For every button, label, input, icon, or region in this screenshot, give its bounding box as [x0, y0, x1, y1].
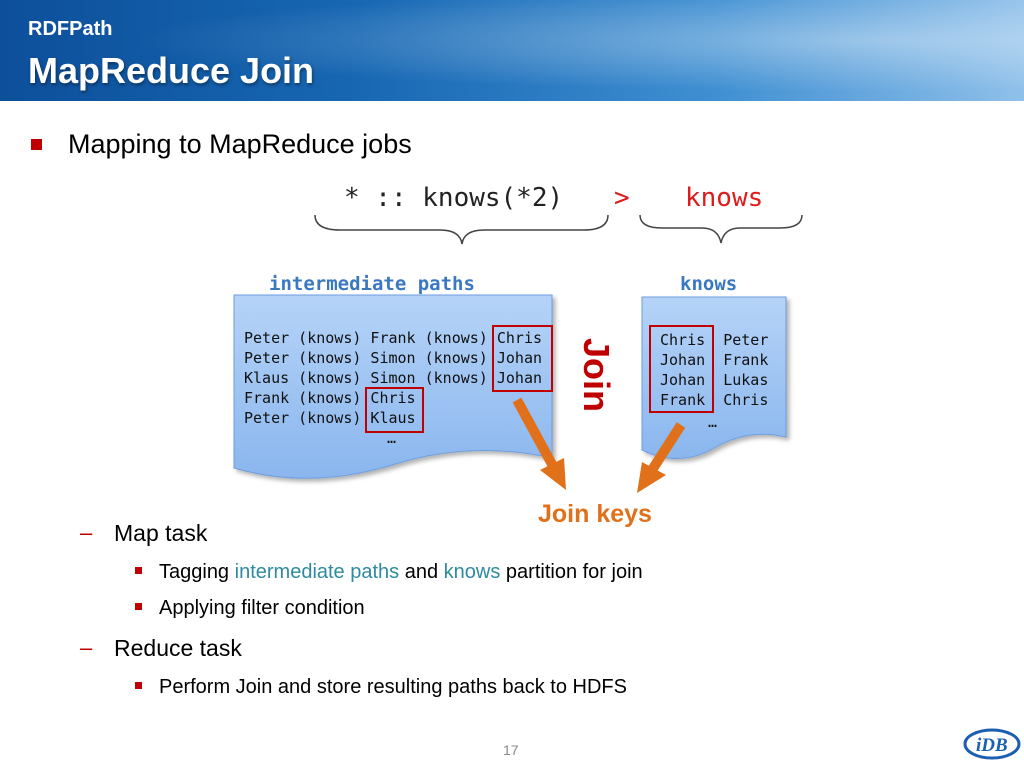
intermediate-ellipsis: … [387, 429, 397, 447]
arrow-right [637, 422, 686, 493]
intermediate-line: Peter (knows) Klaus [244, 409, 416, 427]
bullet-square-icon [135, 682, 142, 689]
idb-logo: iDB [963, 728, 1021, 760]
bullet-square-icon [31, 139, 42, 150]
bullet-square-icon [135, 567, 142, 574]
join-label: Join [576, 338, 617, 413]
highlight-box-knows-left [649, 325, 714, 413]
intermediate-document-shape [233, 294, 553, 479]
text-segment: partition for join [500, 561, 643, 583]
slide-title: MapReduce Join [28, 50, 315, 91]
highlight-intermediate-paths: intermediate paths [234, 561, 400, 583]
expression-left: * :: knows(*2) [344, 183, 564, 213]
section-title: RDFPath [28, 18, 113, 40]
knows-line: Chris Peter [660, 331, 769, 349]
join-keys-label: Join keys [538, 500, 652, 528]
intermediate-title: intermediate paths [269, 273, 475, 295]
knows-title: knows [680, 273, 738, 295]
title-banner [0, 0, 1024, 101]
expression-right: knows [685, 183, 764, 213]
knows-line: Frank Chris [660, 391, 769, 409]
slide-number: 17 [503, 742, 519, 758]
highlight-box-intermediate-bottom [365, 387, 424, 433]
map-task-label: Map task [114, 520, 208, 546]
text-segment: and [399, 561, 444, 583]
map-task-item: Applying filter condition [159, 597, 365, 619]
highlight-box-intermediate-right [492, 325, 553, 392]
reduce-task-item: Perform Join and store resulting paths b… [159, 676, 627, 698]
dash-icon: – [80, 520, 93, 545]
intermediate-line: Peter (knows) Frank (knows) Chris [244, 329, 543, 347]
brace-left [314, 214, 609, 245]
main-bullet-text: Mapping to MapReduce jobs [68, 129, 412, 159]
knows-ellipsis: … [708, 413, 718, 431]
brace-right [639, 214, 803, 244]
map-task-item: Tagging intermediate paths and knows par… [159, 561, 643, 584]
reduce-task-label: Reduce task [114, 635, 242, 661]
intermediate-line: Frank (knows) Chris [244, 389, 416, 407]
intermediate-line: Klaus (knows) Simon (knows) Johan [244, 369, 543, 387]
intermediate-line: Peter (knows) Simon (knows) Johan [244, 349, 543, 367]
bullet-square-icon [135, 603, 142, 610]
dash-icon: – [80, 635, 93, 660]
svg-text:iDB: iDB [976, 735, 1008, 756]
text-segment: Tagging [159, 561, 235, 583]
highlight-knows: knows [443, 561, 501, 583]
expression-operator: > [614, 183, 630, 213]
knows-line: Johan Frank [660, 351, 769, 369]
arrow-left [512, 397, 566, 490]
knows-line: Johan Lukas [660, 371, 769, 389]
